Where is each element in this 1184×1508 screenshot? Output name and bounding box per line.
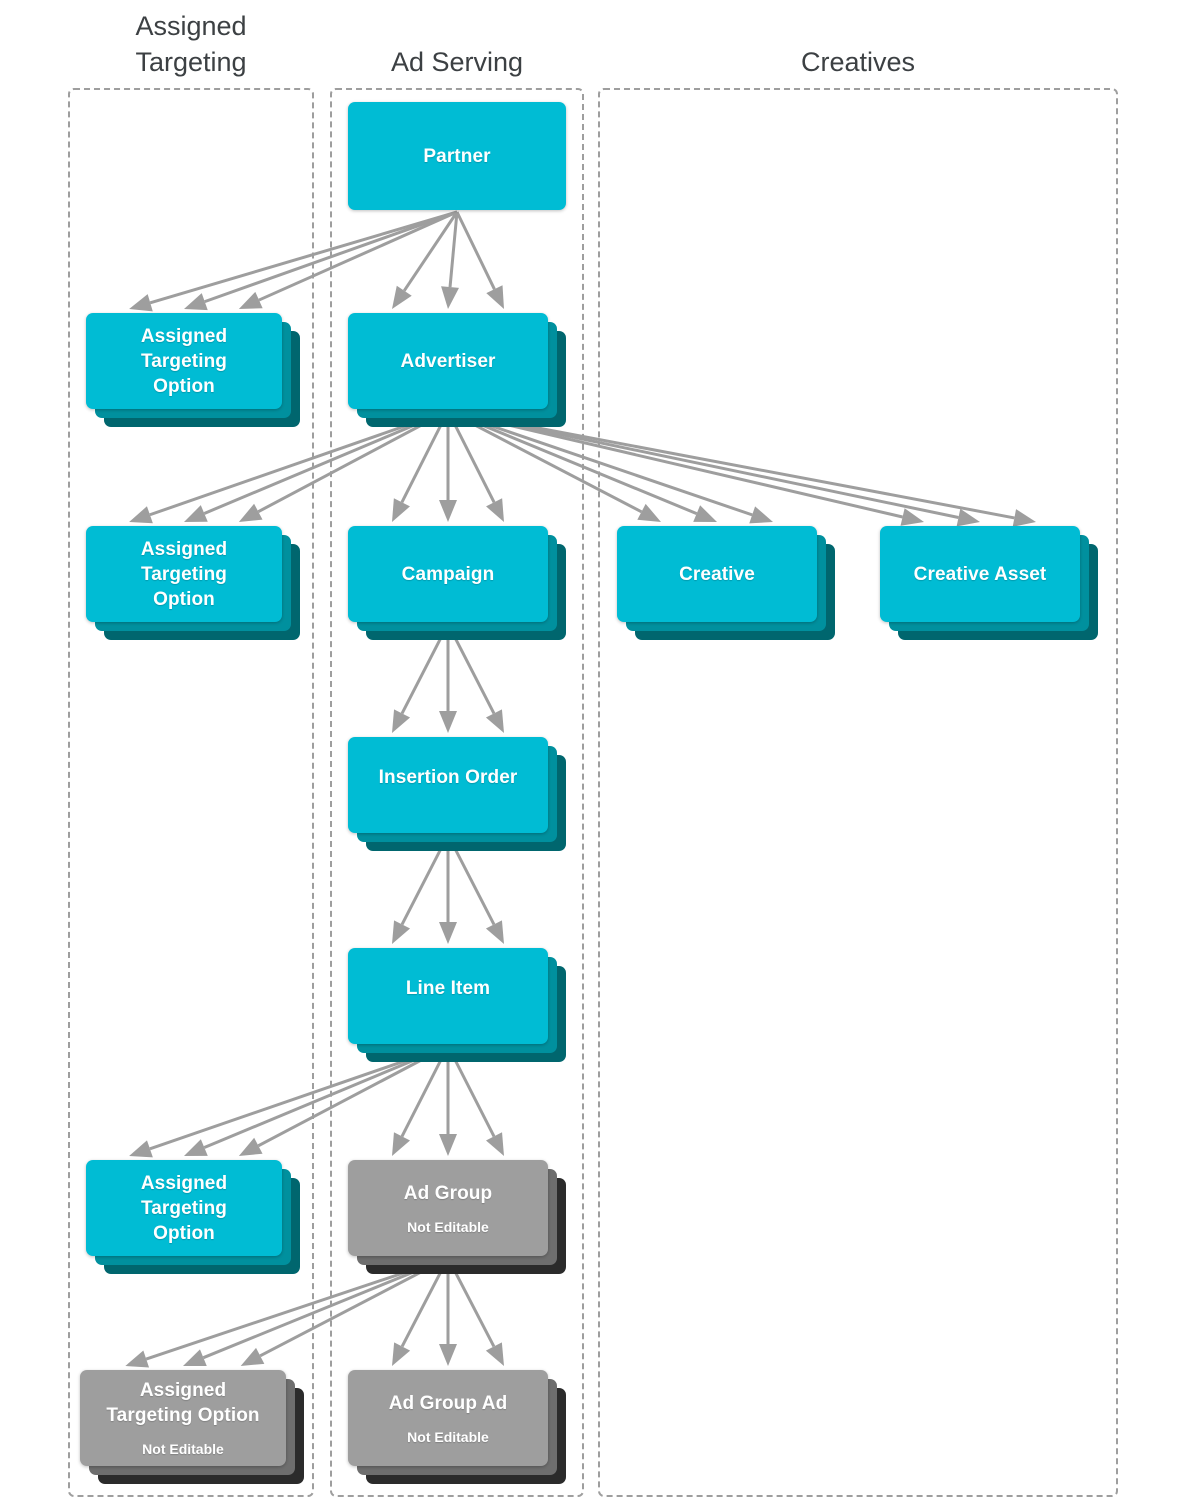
node-card: Line Item <box>348 948 548 1044</box>
node-title: Assigned Targeting Option <box>140 1172 228 1244</box>
node-title: Ad Group Ad <box>388 1392 508 1414</box>
node-title: Advertiser <box>400 350 496 372</box>
node-title: Assigned Targeting Option <box>140 538 228 610</box>
node-card: Campaign <box>348 526 548 622</box>
group-box-assigned-targeting <box>68 88 314 1497</box>
node-title: Campaign <box>401 563 495 585</box>
node-title: Insertion Order <box>378 766 518 788</box>
node-line-item: Line Item <box>348 948 566 1062</box>
column-header-creatives: Creatives <box>800 47 916 77</box>
column-header-assigned-targeting: Assigned Targeting <box>135 11 247 77</box>
node-ato-advertiser: Assigned Targeting Option <box>86 526 300 640</box>
group-box-ad-serving <box>330 88 584 1497</box>
node-card: Assigned Targeting Option <box>86 313 282 409</box>
node-ad-group-ad: Ad Group Ad Not Editable <box>348 1370 566 1484</box>
node-creative-asset: Creative Asset <box>880 526 1098 640</box>
node-title: Assigned Targeting Option <box>106 1380 260 1426</box>
node-title: Ad Group <box>403 1182 493 1204</box>
node-card: Partner <box>348 102 566 210</box>
node-creative: Creative <box>617 526 835 640</box>
node-card: Ad Group Ad Not Editable <box>348 1370 548 1466</box>
node-card: Creative <box>617 526 817 622</box>
node-card: Assigned Targeting Option <box>86 1160 282 1256</box>
group-box-creatives <box>598 88 1118 1497</box>
node-campaign: Campaign <box>348 526 566 640</box>
node-advertiser: Advertiser <box>348 313 566 427</box>
node-subtitle: Not Editable <box>407 1428 489 1445</box>
node-title: Assigned Targeting Option <box>140 325 228 397</box>
node-subtitle: Not Editable <box>407 1218 489 1235</box>
node-partner: Partner <box>348 102 566 210</box>
column-header-ad-serving: Ad Serving <box>390 47 524 77</box>
node-card: Creative Asset <box>880 526 1080 622</box>
node-insertion-order: Insertion Order <box>348 737 566 851</box>
node-ato-line-item: Assigned Targeting Option <box>86 1160 300 1274</box>
node-ato-partner: Assigned Targeting Option <box>86 313 300 427</box>
node-card: Assigned Targeting Option <box>86 526 282 622</box>
node-title: Creative Asset <box>913 563 1047 585</box>
node-subtitle: Not Editable <box>142 1441 224 1457</box>
node-title: Partner <box>423 145 491 167</box>
node-title: Creative <box>679 563 755 585</box>
node-card: Insertion Order <box>348 737 548 833</box>
node-card: Advertiser <box>348 313 548 409</box>
node-title: Line Item <box>405 977 491 999</box>
